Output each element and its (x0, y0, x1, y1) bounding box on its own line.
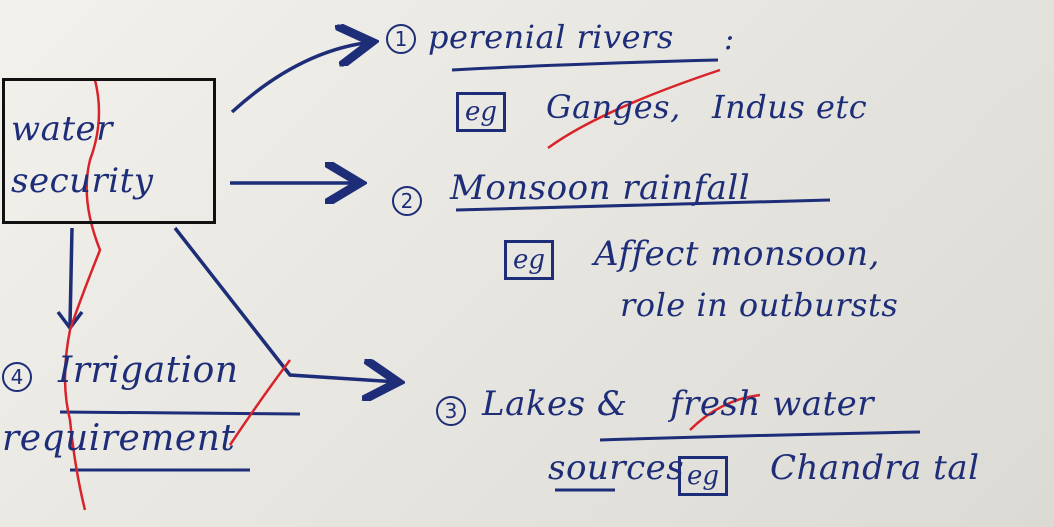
item-3-number: 3 (436, 396, 466, 426)
underline-item-1 (451, 58, 719, 72)
item-4-title-line1: Irrigation (58, 350, 239, 391)
center-line-2: security (11, 161, 154, 201)
red-correction-fresh (689, 393, 761, 431)
arrow-to-item-3 (173, 226, 398, 382)
center-line-1: water (11, 109, 113, 149)
item-4-number: 4 (2, 362, 32, 392)
item-3-title-part2: fresh water (670, 384, 875, 424)
item-3-eg-tag: eg (678, 456, 729, 496)
red-correction-box (63, 79, 102, 511)
underline-item-4 (59, 410, 301, 416)
item-2-example-1: Affect monsoon, (594, 234, 880, 274)
item-1-example-2: Indus etc (712, 88, 868, 126)
item-1-suffix: : (724, 22, 735, 57)
item-2-eg-tag: eg (504, 240, 555, 280)
underline-item-3 (599, 430, 921, 442)
item-1-title: perenial rivers (428, 18, 674, 56)
red-correction-irrigation (228, 359, 292, 446)
red-correction-ganges (547, 68, 721, 150)
item-4-title-line2: requirement (2, 418, 236, 459)
item-1-example-1: Ganges, (546, 88, 681, 126)
water-security-box: water security (2, 78, 216, 224)
arrow-to-item-1 (230, 42, 372, 114)
item-2-number: 2 (392, 186, 422, 216)
item-3-title-part1: Lakes & (482, 384, 628, 424)
item-1-eg-tag: eg (456, 92, 507, 132)
item-2-title: Monsoon rainfall (450, 168, 751, 208)
item-1-number: 1 (386, 24, 416, 54)
item-2-example-2: role in outbursts (620, 286, 899, 324)
arrow-to-item-4 (68, 227, 74, 326)
underline-item-2 (455, 198, 831, 212)
item-3-example-1: Chandra tal (770, 448, 980, 488)
item-3-title-line2: sources (548, 448, 685, 488)
